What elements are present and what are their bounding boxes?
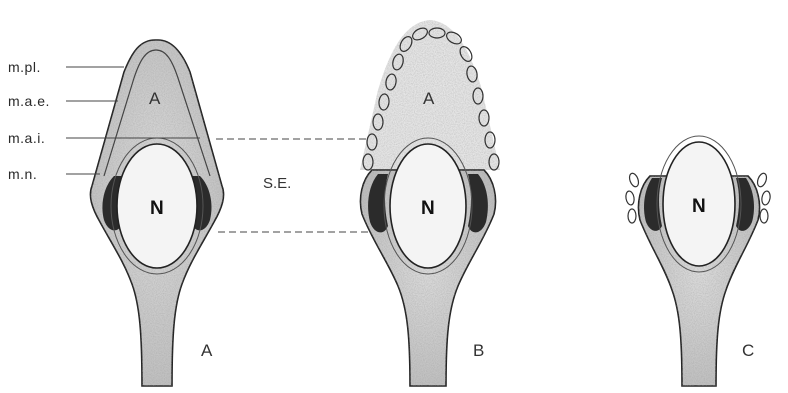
label-plasma-membrane: m.pl. — [8, 59, 41, 75]
label-nucleus-c: N — [692, 196, 706, 217]
label-acrosome-b: A — [423, 89, 435, 108]
label-inner-acrosomal-membrane: m.a.i. — [8, 130, 45, 146]
label-outer-acrosomal-membrane: m.a.e. — [8, 93, 50, 109]
label-nucleus-b: N — [421, 198, 435, 219]
label-nuclear-membrane: m.n. — [8, 166, 37, 182]
panel-caption-b: B — [473, 341, 484, 360]
label-equatorial-segment: S.E. — [263, 175, 291, 192]
label-nucleus-a: N — [150, 198, 164, 219]
panel-caption-a: A — [201, 341, 213, 360]
equatorial-segment-dashed-lines — [216, 139, 368, 232]
label-acrosome-a: A — [149, 89, 161, 108]
panel-caption-c: C — [742, 341, 754, 360]
